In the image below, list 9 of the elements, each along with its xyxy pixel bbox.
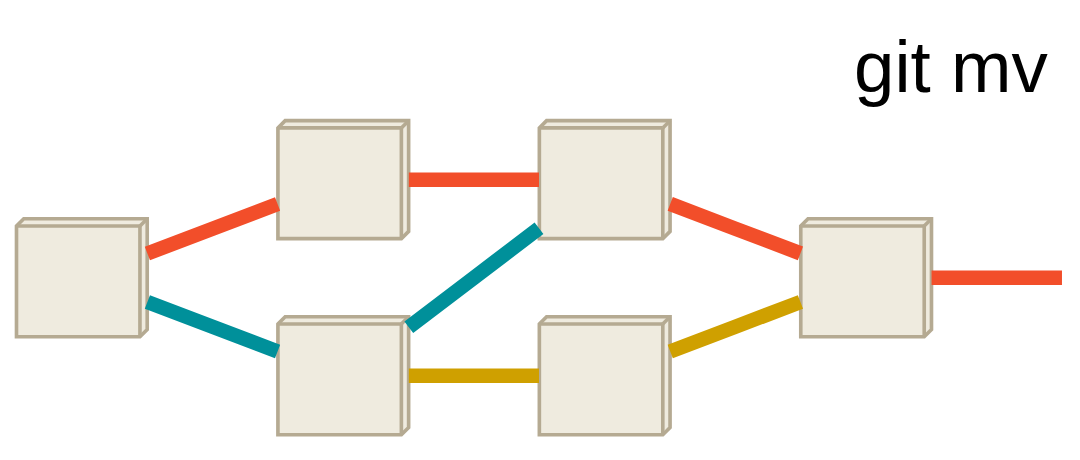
connector	[408, 368, 539, 383]
connector	[404, 221, 544, 333]
connector	[408, 171, 539, 187]
connector	[931, 269, 1062, 285]
connector	[144, 196, 281, 260]
diagram-title: git mv	[854, 25, 1048, 107]
connector	[667, 294, 804, 358]
connector	[144, 294, 281, 358]
connector	[667, 196, 803, 260]
